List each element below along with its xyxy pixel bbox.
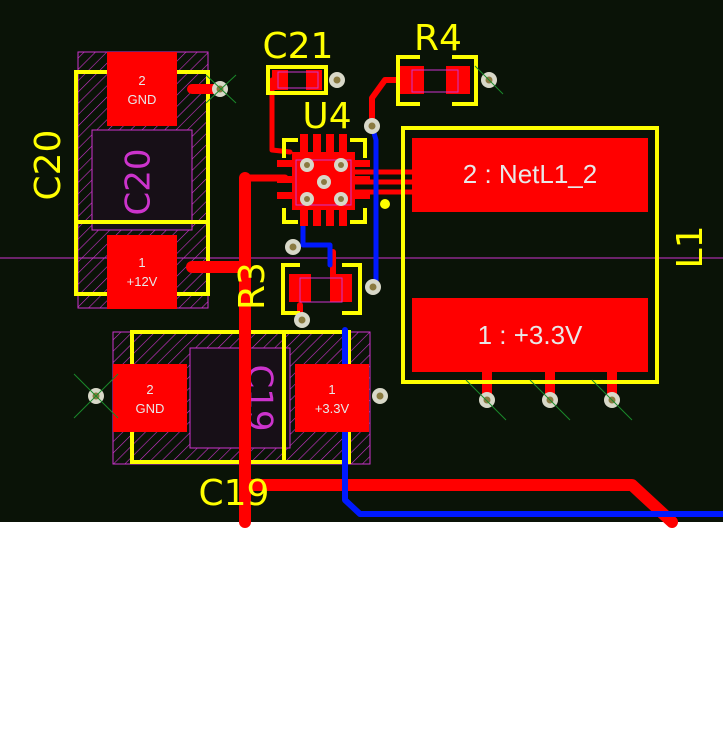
c21-designator: C21: [263, 26, 334, 67]
l1-stub-a: [482, 372, 492, 400]
via[interactable]: [364, 118, 380, 134]
c20-pad1-number: 1: [138, 255, 145, 270]
c19-pad1-net: +3.3V: [315, 401, 350, 416]
designator-labels: C21 R4 U4 C20 R3 L1 C19: [28, 18, 711, 514]
c19-designator: C19: [199, 473, 270, 514]
c21-silk: [266, 65, 328, 95]
via[interactable]: [329, 72, 345, 88]
c20-pad-1[interactable]: [107, 235, 177, 309]
u4-silk: [282, 138, 367, 224]
ratsnest-marks: [73, 65, 633, 421]
c21-pad-2[interactable]: [306, 70, 322, 90]
via[interactable]: [479, 392, 495, 408]
l1-designator: L1: [670, 226, 711, 269]
l1-pad2-label: 2 : NetL1_2: [463, 159, 597, 189]
via[interactable]: [334, 158, 348, 172]
r3-designator: R3: [232, 262, 273, 310]
via[interactable]: [365, 279, 381, 295]
via[interactable]: [300, 158, 314, 172]
c19-pad-2[interactable]: [113, 364, 187, 432]
via[interactable]: [300, 192, 314, 206]
c20-pad-2[interactable]: [107, 52, 177, 126]
r3-silk: [281, 263, 362, 315]
trace-bottom-bus: [239, 479, 678, 528]
c19-pad1-number: 1: [328, 382, 335, 397]
via[interactable]: [372, 388, 388, 404]
via[interactable]: [317, 175, 331, 189]
l1-pad1-label: 1 : +3.3V: [478, 320, 583, 350]
r4-silk: [396, 55, 478, 106]
l1-pad-2[interactable]: [412, 138, 648, 212]
pad-labels: 2 GND 1 +12V 2 GND 1 +3.3V 2 : NetL1_2 1…: [127, 73, 598, 416]
via[interactable]: [294, 312, 310, 328]
c20-pad1-net: +12V: [127, 274, 158, 289]
l1-stub-c: [607, 372, 617, 400]
c20-body: [91, 129, 193, 231]
l1-silk: [401, 126, 659, 384]
c19-pad2-net: GND: [136, 401, 165, 416]
c20-designator: C20: [28, 130, 69, 201]
c21-pad-1[interactable]: [272, 70, 288, 90]
c19-pad-1[interactable]: [295, 364, 369, 432]
l1-stub-b: [545, 372, 555, 400]
trace-r4-u4: [369, 77, 403, 129]
u4-pins: [277, 134, 370, 226]
c20-fab-label: C20: [119, 148, 159, 215]
r3-pad-2[interactable]: [330, 274, 352, 302]
silkscreen-outlines: [266, 55, 659, 384]
small-courtyards: [277, 69, 459, 303]
via[interactable]: [285, 239, 301, 255]
l1-pad-1[interactable]: [412, 298, 648, 372]
via[interactable]: [334, 192, 348, 206]
c20-pad2-number: 2: [138, 73, 145, 88]
c20-pad2-net: GND: [128, 92, 157, 107]
copper-pads: [107, 52, 648, 432]
c19-pad2-number: 2: [146, 382, 153, 397]
r4-designator: R4: [414, 18, 462, 59]
u4-pin1-marker: [380, 199, 390, 209]
u4-designator: U4: [302, 96, 351, 137]
